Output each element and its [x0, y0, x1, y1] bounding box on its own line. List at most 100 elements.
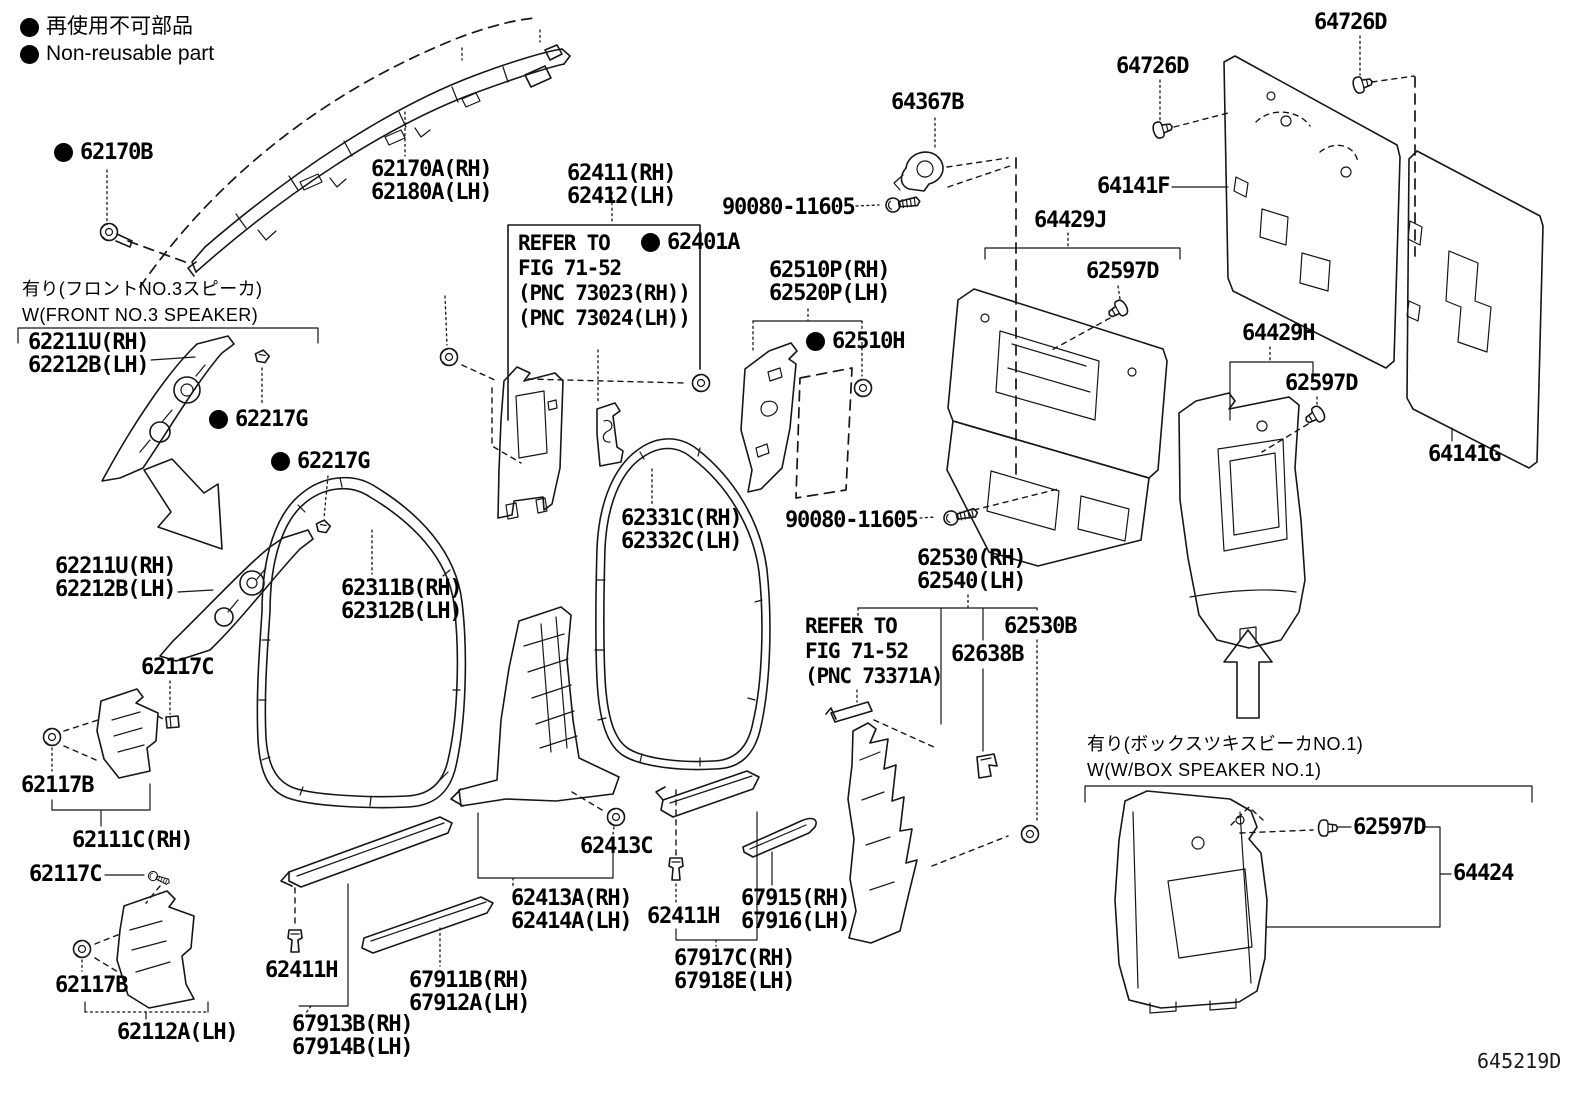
label-text: 62411H [647, 904, 720, 929]
label-note-front: 有り(フロントNO.3スピーカ)W(FRONT NO.3 SPEAKER) [22, 276, 262, 328]
roof-side-rail-garnish [99, 17, 571, 288]
label-62411: 62411(RH)62412(LH) [567, 161, 677, 209]
label-64367b: 64367B [891, 90, 964, 115]
screw-90080-lower [919, 488, 1059, 528]
label-62211u-1: 62211U(RH)62212B(LH) [28, 330, 150, 378]
label-text: 64429J [1034, 208, 1107, 233]
label-62530: 62530(RH)62540(LH) [917, 546, 1027, 594]
label-text: 62597D [1086, 259, 1159, 284]
label-legend-en: Non-reusable part [20, 43, 214, 65]
non-reusable-bullet-icon [806, 332, 825, 351]
label-note-box: 有り(ボックスツキスビーカNO.1)W(W/BOX SPEAKER NO.1) [1087, 731, 1363, 783]
label-text: 62510H [832, 329, 905, 354]
label-text: 645219D [1477, 1049, 1562, 1073]
cab-back-panel-assembly [946, 157, 1181, 567]
center-pillar-garnish-lower [450, 606, 626, 887]
label-62597d-3: 62597D [1353, 815, 1426, 840]
label-text: 62311B(RH)62312B(LH) [341, 576, 463, 624]
quarter-trim-board [1178, 346, 1328, 719]
label-text: 90080-11605 [785, 508, 919, 533]
label-text: 有り(フロントNO.3スピーカ)W(FRONT NO.3 SPEAKER) [22, 279, 263, 325]
label-text: 64141F [1097, 174, 1170, 199]
label-text: 62413C [580, 834, 653, 859]
rear-door-opening-trim [594, 438, 771, 771]
label-text: 90080-11605 [722, 195, 856, 220]
label-62111c: 62111C(RH) [72, 828, 194, 853]
label-62331c: 62331C(RH)62332C(LH) [621, 506, 743, 554]
label-text: 62597D [1285, 371, 1358, 396]
label-footer: 645219D [1477, 1049, 1561, 1073]
label-text: 67913B(RH)67914B(LH) [292, 1012, 414, 1060]
label-text: 67911B(RH)67912A(LH) [409, 968, 531, 1016]
label-text: 62411(RH)62412(LH) [567, 161, 677, 209]
label-text: 64424 [1453, 861, 1514, 886]
label-62510h: 62510H [806, 329, 905, 354]
label-text: 62170B [80, 140, 153, 165]
label-text: 62530(RH)62540(LH) [917, 546, 1027, 594]
cowl-side-trim-front [42, 680, 180, 827]
label-64141g: 64141G [1428, 442, 1501, 467]
quarter-trim-lower [825, 594, 1040, 944]
non-reusable-bullet-icon [20, 45, 39, 64]
non-reusable-bullet-icon [209, 410, 228, 429]
bracket-64367b [855, 117, 1011, 214]
label-62413a: 62413A(RH)62414A(LH) [511, 886, 633, 934]
label-text: 64141G [1428, 442, 1501, 467]
label-62117b-2: 62117B [55, 973, 128, 998]
label-62638b: 62638B [951, 643, 1024, 666]
label-text: 67917C(RH)67918E(LH) [674, 946, 796, 994]
label-90080-2: 90080-11605 [785, 508, 919, 533]
label-text: 有り(ボックスツキスビーカNO.1)W(W/BOX SPEAKER NO.1) [1087, 734, 1364, 780]
label-text: 62117B [55, 973, 128, 998]
cab-back-trim-board-rear [1406, 150, 1544, 469]
label-64141f: 64141F [1097, 174, 1170, 199]
label-67913b: 67913B(RH)67914B(LH) [292, 1012, 414, 1060]
label-62530b: 62530B [1004, 615, 1077, 638]
label-text: 64367B [891, 90, 964, 115]
label-62311b: 62311B(RH)62312B(LH) [341, 576, 463, 624]
label-text: 62117C [141, 655, 214, 680]
label-64726d-1: 64726D [1116, 54, 1189, 79]
label-62211u-2: 62211U(RH)62212B(LH) [55, 555, 177, 601]
label-text: 62597D [1353, 815, 1426, 840]
label-text: 62413A(RH)62414A(LH) [511, 886, 633, 934]
label-64429j: 64429J [1034, 208, 1107, 233]
hook-bracket [596, 402, 624, 467]
label-text: 62170A(RH)62180A(LH) [371, 157, 493, 205]
label-text: Non-reusable part [46, 42, 215, 65]
cowl-side-trim-rear [72, 869, 209, 1020]
label-text: 62111C(RH) [72, 828, 194, 853]
label-62117c-2: 62117C [29, 863, 102, 886]
label-text: 64429H [1242, 321, 1315, 346]
label-text: 62331C(RH)62332C(LH) [621, 506, 743, 554]
label-62170a: 62170A(RH)62180A(LH) [371, 157, 493, 205]
label-text: 62401A [667, 230, 740, 255]
label-text: 64726D [1314, 10, 1387, 35]
label-62117b-1: 62117B [21, 774, 94, 797]
label-text: 62112A(LH) [117, 1020, 239, 1045]
label-62170b: 62170B [54, 140, 153, 165]
non-reusable-bullet-icon [54, 143, 73, 162]
label-67911b: 67911B(RH)67912A(LH) [409, 968, 531, 1016]
label-text: 64726D [1116, 54, 1189, 79]
label-64424: 64424 [1453, 861, 1514, 886]
cab-back-trim-board [1150, 35, 1416, 369]
label-64726d-2: 64726D [1314, 10, 1387, 35]
label-62112a: 62112A(LH) [117, 1020, 239, 1045]
label-text: 62211U(RH)62212B(LH) [28, 330, 150, 378]
speaker-trim-board [1084, 785, 1533, 1014]
label-62401a: 62401A [641, 230, 740, 255]
label-text: 62217G [235, 407, 308, 432]
non-reusable-bullet-icon [271, 452, 290, 471]
center-pillar-garnish-upper [439, 191, 711, 520]
label-62117c-1: 62117C [141, 655, 214, 680]
label-67917c: 67917C(RH)67918E(LH) [674, 946, 796, 994]
non-reusable-bullet-icon [641, 233, 660, 252]
label-text: 67915(RH)67916(LH) [741, 886, 851, 934]
